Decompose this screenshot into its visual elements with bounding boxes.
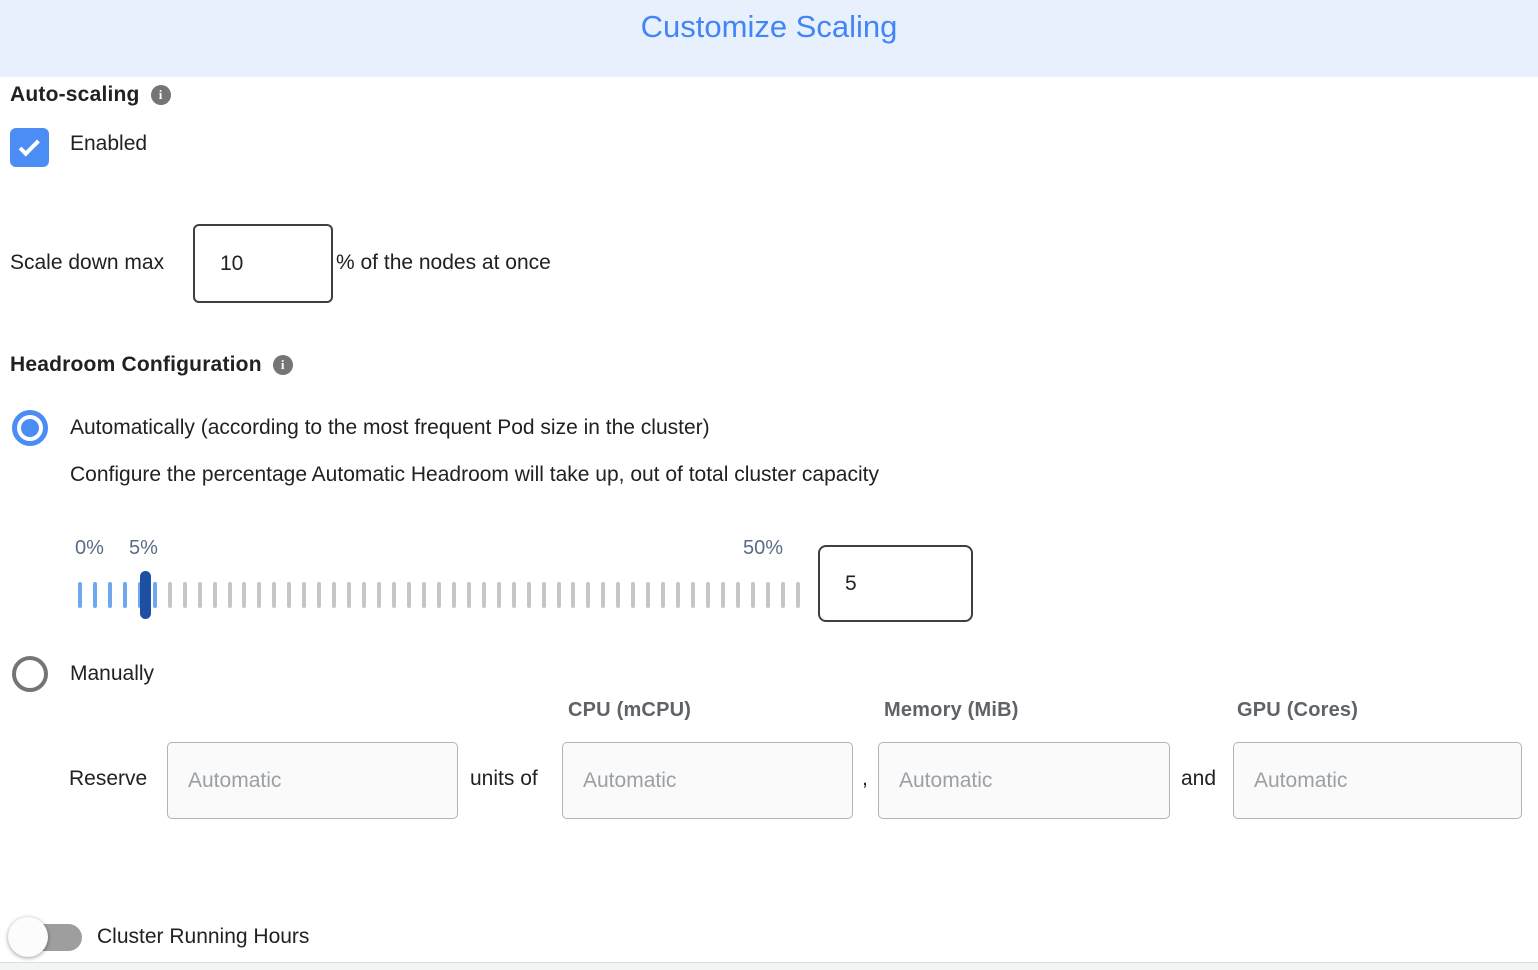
slider-tick bbox=[481, 582, 486, 608]
cluster-running-hours-toggle[interactable] bbox=[8, 915, 82, 959]
slider-tick bbox=[541, 582, 546, 608]
slider-tick bbox=[167, 582, 172, 608]
reserve-gpu-input[interactable] bbox=[1233, 742, 1522, 819]
slider-tick bbox=[317, 582, 322, 608]
slider-tick bbox=[496, 582, 501, 608]
slider-tick bbox=[586, 582, 591, 608]
slider-tick bbox=[302, 582, 307, 608]
cluster-running-hours-row[interactable]: Cluster Running Hours bbox=[8, 915, 310, 959]
cluster-running-hours-label: Cluster Running Hours bbox=[97, 925, 310, 948]
headroom-slider-ticks[interactable] bbox=[78, 582, 800, 608]
slider-tick bbox=[421, 582, 426, 608]
headroom-manual-option[interactable]: Manually bbox=[12, 656, 154, 692]
slider-tick bbox=[556, 582, 561, 608]
automatic-radio[interactable] bbox=[12, 410, 48, 446]
slider-tick bbox=[631, 582, 636, 608]
slider-tick bbox=[392, 582, 397, 608]
slider-tick bbox=[332, 582, 337, 608]
slider-tick bbox=[436, 582, 441, 608]
radio-dot bbox=[21, 419, 39, 437]
slider-tick bbox=[780, 582, 785, 608]
headroom-section-header: Headroom Configuration i bbox=[10, 353, 293, 377]
scale-down-label: Scale down max bbox=[10, 251, 165, 274]
slider-tick bbox=[646, 582, 651, 608]
slider-tick bbox=[750, 582, 755, 608]
slider-tick bbox=[107, 582, 112, 608]
scale-down-suffix: % of the nodes at once bbox=[336, 251, 551, 274]
slider-tick bbox=[242, 582, 247, 608]
slider-tick bbox=[691, 582, 696, 608]
and-text: and bbox=[1181, 767, 1217, 790]
reserve-label: Reserve bbox=[69, 767, 148, 790]
slider-tick bbox=[272, 582, 277, 608]
auto-scaling-label: Auto-scaling bbox=[10, 83, 140, 106]
info-icon[interactable]: i bbox=[150, 85, 171, 105]
slider-tick bbox=[571, 582, 576, 608]
slider-tick bbox=[706, 582, 711, 608]
reserve-count-input[interactable] bbox=[167, 742, 458, 819]
slider-tick bbox=[451, 582, 456, 608]
slider-thumb-handle[interactable] bbox=[140, 571, 151, 619]
slider-tick bbox=[377, 582, 382, 608]
slider-tick bbox=[78, 582, 82, 608]
slider-tick bbox=[92, 582, 97, 608]
gpu-column-header: GPU (Cores) bbox=[1237, 699, 1359, 721]
slider-tick bbox=[661, 582, 666, 608]
dialog-header: Customize Scaling bbox=[0, 0, 1538, 77]
enabled-checkbox[interactable] bbox=[10, 128, 49, 167]
headroom-percent-input[interactable] bbox=[818, 545, 973, 622]
slider-tick bbox=[765, 582, 770, 608]
slider-tick bbox=[735, 582, 740, 608]
slider-tick bbox=[212, 582, 217, 608]
slider-tick bbox=[362, 582, 367, 608]
manual-option-label: Manually bbox=[70, 662, 155, 685]
slider-tick bbox=[182, 582, 187, 608]
slider-tick bbox=[347, 582, 352, 608]
bottom-divider bbox=[0, 962, 1538, 963]
slider-tick bbox=[406, 582, 411, 608]
slider-current-label: 5% bbox=[129, 537, 158, 559]
enabled-label: Enabled bbox=[70, 132, 148, 155]
slider-tick bbox=[227, 582, 232, 608]
slider-tick bbox=[616, 582, 621, 608]
units-of-text: units of bbox=[470, 767, 538, 790]
slider-tick bbox=[197, 582, 202, 608]
auto-scaling-enabled-row[interactable]: Enabled bbox=[10, 128, 147, 167]
slider-min-label: 0% bbox=[75, 537, 104, 559]
cpu-column-header: CPU (mCPU) bbox=[568, 699, 692, 721]
headroom-auto-description: Configure the percentage Automatic Headr… bbox=[70, 463, 879, 486]
info-icon[interactable]: i bbox=[272, 355, 293, 375]
headroom-automatic-option[interactable]: Automatically (according to the most fre… bbox=[12, 410, 710, 446]
slider-tick bbox=[526, 582, 531, 608]
slider-max-label: 50% bbox=[743, 537, 784, 559]
slider-tick bbox=[511, 582, 516, 608]
headroom-slider[interactable]: 0% 5% 50% bbox=[75, 537, 800, 622]
slider-tick bbox=[795, 582, 800, 608]
dialog-title: Customize Scaling bbox=[640, 9, 898, 44]
reserve-memory-input[interactable] bbox=[878, 742, 1170, 819]
comma-separator: , bbox=[862, 767, 868, 790]
slider-tick bbox=[137, 582, 142, 608]
slider-tick bbox=[152, 582, 157, 608]
headroom-label: Headroom Configuration bbox=[10, 353, 262, 376]
checkmark-icon bbox=[18, 134, 40, 156]
slider-tick bbox=[720, 582, 725, 608]
bottom-band bbox=[0, 963, 1538, 970]
automatic-option-label: Automatically (according to the most fre… bbox=[70, 416, 710, 439]
toggle-knob[interactable] bbox=[8, 917, 48, 957]
slider-tick bbox=[466, 582, 471, 608]
manual-radio[interactable] bbox=[12, 656, 48, 692]
reserve-cpu-input[interactable] bbox=[562, 742, 853, 819]
slider-tick bbox=[122, 582, 127, 608]
memory-column-header: Memory (MiB) bbox=[884, 699, 1019, 721]
slider-tick bbox=[257, 582, 262, 608]
scale-down-input[interactable] bbox=[193, 224, 333, 303]
slider-tick bbox=[601, 582, 606, 608]
slider-tick bbox=[287, 582, 292, 608]
auto-scaling-section-header: Auto-scaling i bbox=[10, 83, 171, 107]
slider-tick bbox=[676, 582, 681, 608]
